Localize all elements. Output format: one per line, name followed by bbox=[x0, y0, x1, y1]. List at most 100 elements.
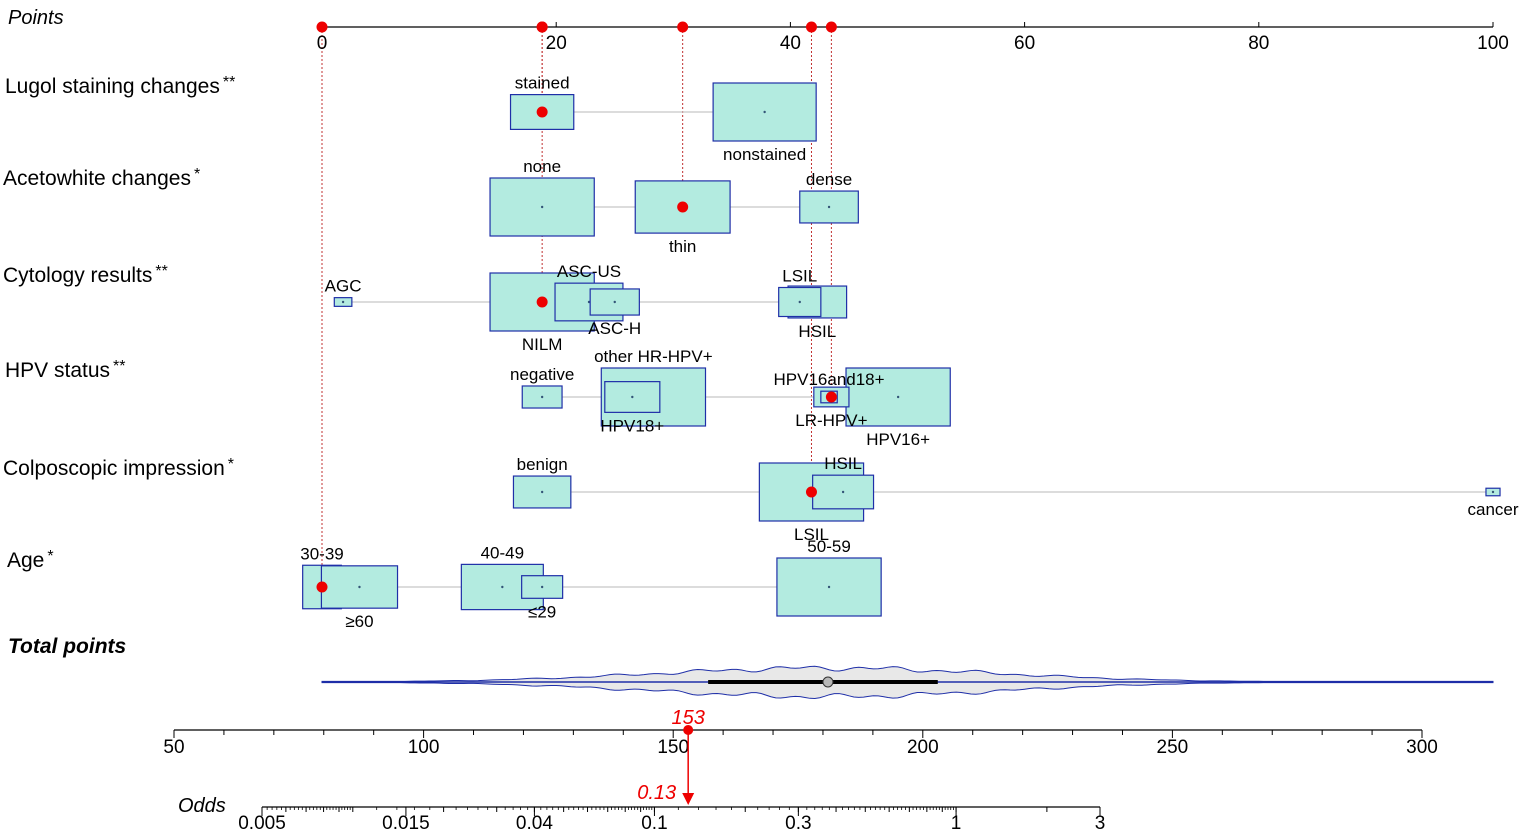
level-center-dot bbox=[540, 585, 544, 589]
total-tick-label: 100 bbox=[408, 737, 440, 758]
points-tick-label: 60 bbox=[1014, 33, 1035, 54]
selection-markers: 153 0.13 bbox=[316, 21, 837, 805]
points-axis: Points 0 20 40 60 80 100 bbox=[8, 7, 1509, 54]
level-label: ASC-H bbox=[588, 319, 641, 338]
axis-selection-marker bbox=[536, 21, 548, 33]
level-label: LR-HPV+ bbox=[795, 411, 867, 430]
level-label: nonstained bbox=[723, 145, 806, 164]
odds-arrow-marker bbox=[682, 793, 695, 805]
points-axis-title: Points bbox=[8, 7, 64, 29]
odds-axis-ticks: 0.005 0.015 0.04 0.1 0.3 1 3 bbox=[238, 806, 1106, 829]
level-center-dot bbox=[613, 300, 616, 304]
total-tick-label: 300 bbox=[1406, 737, 1438, 758]
level-label: NILM bbox=[522, 335, 563, 354]
total-points-value-label: 153 bbox=[671, 707, 704, 729]
level-label: LSIL bbox=[794, 525, 829, 544]
level-center-dot bbox=[540, 395, 544, 399]
odds-tick-label: 0.015 bbox=[382, 813, 430, 829]
level-label: thin bbox=[669, 237, 696, 256]
level-center-dot bbox=[540, 205, 544, 209]
total-tick-label: 250 bbox=[1157, 737, 1189, 758]
level-label: benign bbox=[517, 455, 568, 474]
total-points-axis: Total points 50 100 150 200 250 300 bbox=[8, 635, 1438, 758]
variable-title: HPV status** bbox=[5, 358, 126, 382]
level-label: 30-39 bbox=[300, 544, 343, 563]
level-center-dot bbox=[358, 585, 361, 589]
level-center-dot bbox=[827, 585, 831, 589]
level-label: HPV18+ bbox=[600, 416, 664, 435]
level-center-dot bbox=[631, 395, 634, 399]
level-box bbox=[778, 286, 822, 318]
level-center-dot bbox=[1491, 490, 1495, 494]
points-tick-label: 80 bbox=[1248, 33, 1269, 54]
level-center-dot bbox=[798, 300, 801, 304]
level-label: cancer bbox=[1467, 500, 1518, 519]
level-label: 40-49 bbox=[481, 543, 524, 562]
level-label: ASC-US bbox=[557, 262, 621, 281]
level-center-dot bbox=[501, 585, 504, 589]
level-label: none bbox=[523, 157, 561, 176]
level-label: HPV16+ bbox=[866, 430, 930, 449]
odds-axis-title: Odds bbox=[178, 795, 226, 817]
points-tick-label: 40 bbox=[780, 33, 801, 54]
odds-tick-label: 0.005 bbox=[238, 813, 286, 829]
variable-row: Cytology results** AGC NILM ASC-US ASC-H LSIL… bbox=[3, 262, 848, 354]
variable-row: Acetowhite changes* none thin dense bbox=[3, 157, 859, 256]
variable-title: Cytology results** bbox=[3, 263, 168, 287]
level-label: ≥60 bbox=[345, 612, 373, 631]
level-label: other HR-HPV+ bbox=[594, 347, 713, 366]
variable-title: Age* bbox=[7, 548, 54, 572]
level-selection-marker bbox=[536, 296, 548, 308]
axis-selection-marker bbox=[825, 21, 837, 33]
level-center-dot bbox=[827, 205, 831, 209]
points-tick-label: 100 bbox=[1477, 33, 1509, 54]
level-label: stained bbox=[515, 74, 570, 93]
total-points-ticks: 50 100 150 200 250 300 bbox=[163, 729, 1438, 758]
points-axis-ticks: 0 20 40 60 80 100 bbox=[317, 22, 1509, 54]
axis-selection-marker bbox=[677, 21, 689, 33]
level-center-dot bbox=[341, 300, 345, 304]
level-selection-marker bbox=[316, 581, 328, 593]
total-tick-label: 150 bbox=[657, 737, 689, 758]
total-points-title: Total points bbox=[8, 635, 126, 658]
total-points-distribution bbox=[321, 665, 1494, 700]
axis-selection-marker bbox=[316, 21, 328, 33]
level-label: ≤29 bbox=[528, 602, 556, 621]
axis-selection-marker bbox=[805, 21, 817, 33]
variable-title: Colposcopic impression* bbox=[3, 456, 234, 480]
level-label: AGC bbox=[325, 277, 362, 296]
odds-axis: Odds 0.005 0.015 0.04 0.1 0.3 1 3 bbox=[178, 795, 1105, 829]
points-tick-label: 0 bbox=[317, 33, 328, 54]
level-center-dot bbox=[540, 490, 544, 494]
odds-tick-label: 0.3 bbox=[785, 813, 811, 829]
odds-tick-label: 1 bbox=[951, 813, 962, 829]
level-label: HPV16and18+ bbox=[774, 370, 885, 389]
variable-rows: Lugol staining changes** stained nonstaine… bbox=[3, 74, 1519, 632]
total-tick-label: 200 bbox=[907, 737, 939, 758]
odds-tick-label: 0.1 bbox=[641, 813, 667, 829]
odds-value-label: 0.13 bbox=[637, 782, 676, 804]
level-label: HSIL bbox=[824, 454, 862, 473]
level-label: 50-59 bbox=[807, 537, 850, 556]
variable-row: Age* 30-39 ≥60 40-49 ≤29 50-59 bbox=[7, 537, 882, 631]
level-label: HSIL bbox=[798, 322, 836, 341]
odds-tick-label: 3 bbox=[1095, 813, 1106, 829]
variable-title: Lugol staining changes** bbox=[5, 74, 235, 98]
level-label: LSIL bbox=[782, 267, 817, 286]
variable-row: Lugol staining changes** stained nonstaine… bbox=[5, 74, 817, 164]
variable-row: HPV status** negative other HR-HPV+ HPV18+ H… bbox=[5, 347, 951, 449]
level-label: negative bbox=[510, 365, 574, 384]
level-center-dot bbox=[841, 490, 845, 494]
total-tick-label: 50 bbox=[163, 737, 184, 758]
level-selection-marker bbox=[825, 391, 837, 403]
level-label: dense bbox=[806, 170, 852, 189]
median-dot bbox=[822, 676, 834, 688]
level-center-dot bbox=[763, 110, 766, 114]
level-center-dot bbox=[896, 395, 900, 399]
odds-tick-label: 0.04 bbox=[516, 813, 553, 829]
points-tick-label: 20 bbox=[546, 33, 567, 54]
level-selection-marker bbox=[677, 201, 689, 213]
variable-title: Acetowhite changes* bbox=[3, 166, 200, 190]
